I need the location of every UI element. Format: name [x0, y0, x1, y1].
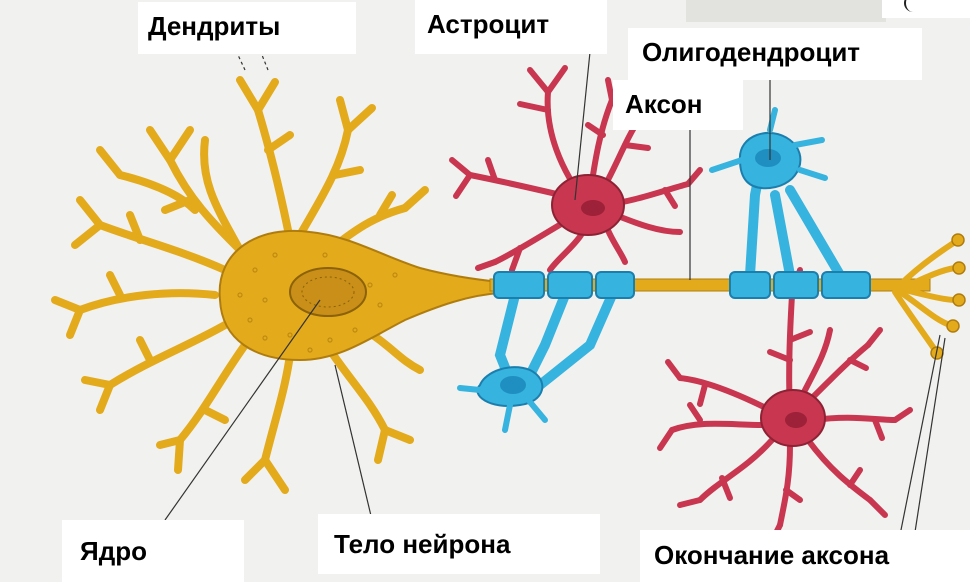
- background-panel: [686, 0, 886, 22]
- myelin-cell-left: [460, 295, 612, 430]
- cropped-label-fragment: [882, 0, 970, 18]
- astrocyte-bottom: [660, 270, 910, 545]
- axon-terminal: [895, 242, 955, 350]
- label-nucleus: Ядро: [62, 520, 244, 582]
- label-axon: Аксон: [613, 80, 743, 130]
- cell-body: [220, 231, 500, 360]
- label-oligodendrocyte: Олигодендроцит: [628, 28, 922, 80]
- oligodendrocyte: [712, 110, 840, 275]
- label-astrocyte: Астроцит: [415, 0, 607, 54]
- label-axon-terminal: Окончание аксона: [640, 530, 970, 582]
- nucleus: [290, 268, 366, 316]
- label-cell-body: Тело нейрона: [318, 514, 600, 574]
- label-dendrites: Дендриты: [138, 2, 356, 54]
